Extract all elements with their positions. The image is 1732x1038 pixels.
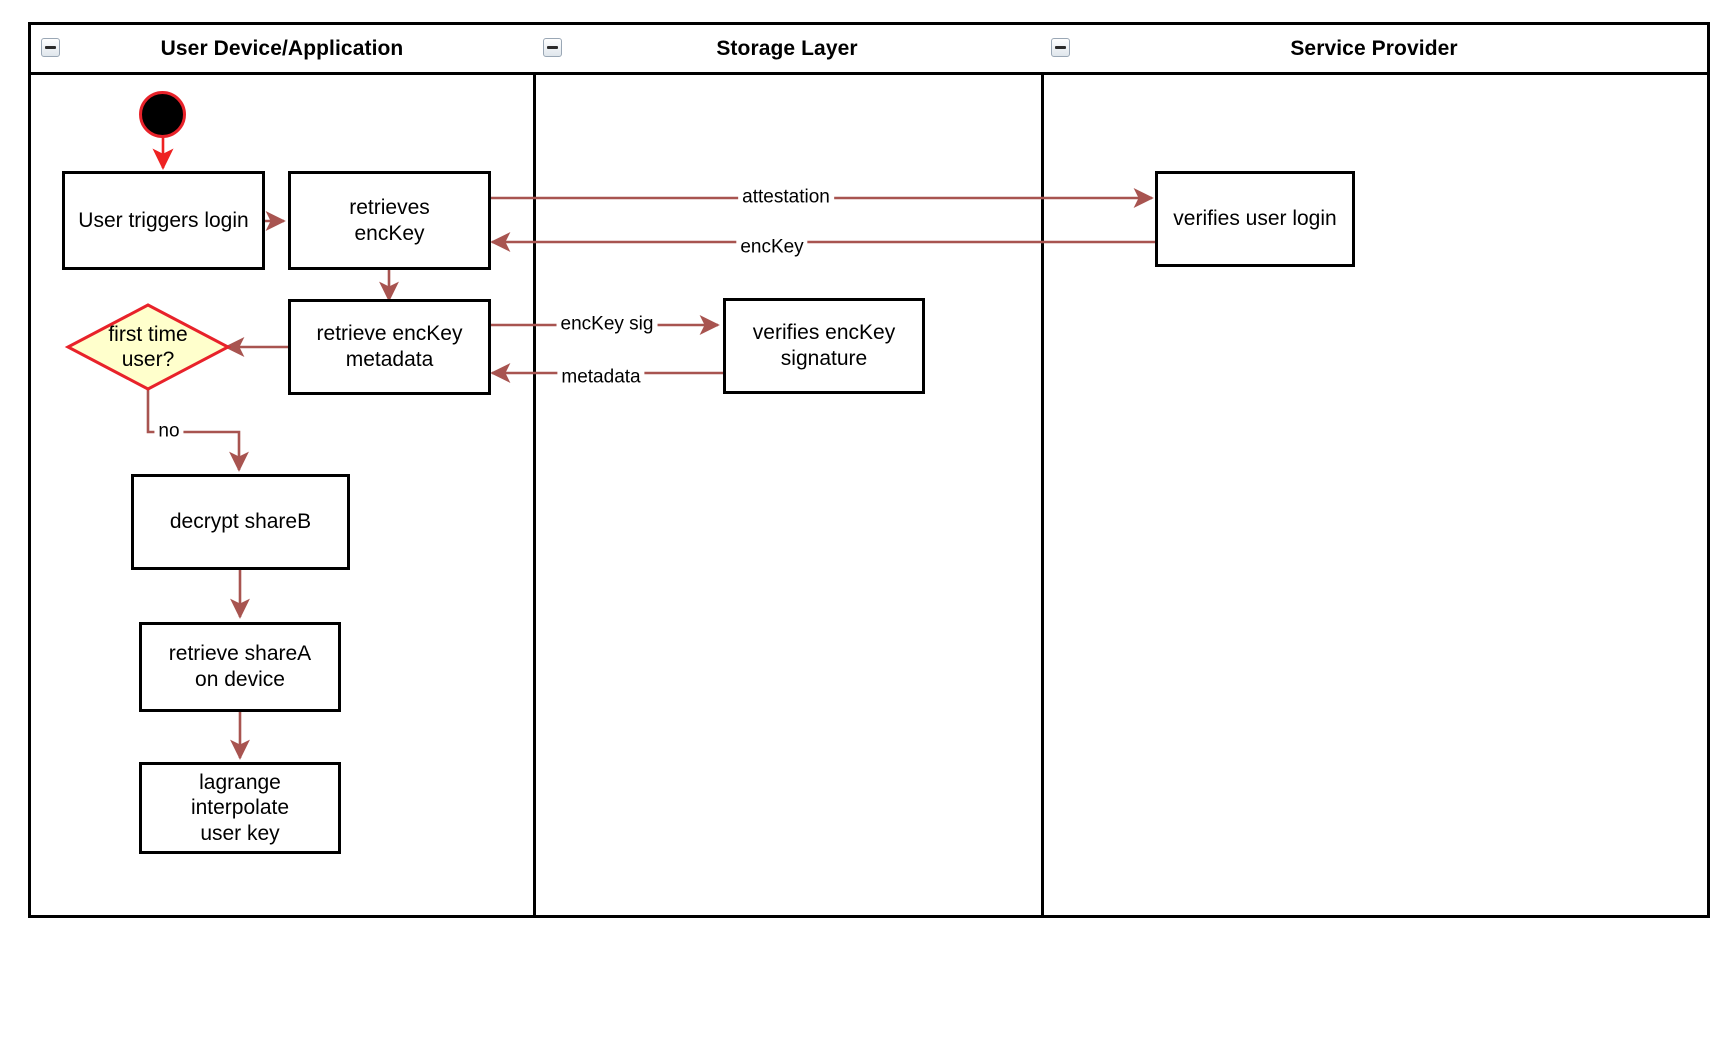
node-label-line2: metadata: [345, 348, 434, 371]
node-label: decrypt shareB: [169, 510, 312, 534]
edge-decision-to-decrypt: [146, 390, 249, 472]
node-first-time-user-decision[interactable]: first time user?: [64, 303, 232, 391]
edge-label-enckey: encKey: [736, 237, 808, 259]
node-label: verifies user login: [1173, 207, 1337, 231]
node-verifies-user-login[interactable]: verifies user login: [1155, 171, 1355, 267]
node-label-line2: signature: [780, 347, 868, 370]
node-retrieves-enckey[interactable]: retrieves encKey: [288, 171, 491, 270]
lane-title-service-provider: Service Provider: [1290, 36, 1458, 60]
decision-diamond-shape: [64, 303, 232, 391]
lane-divider-2: [1041, 25, 1044, 915]
node-label-line1: retrieve encKey: [316, 322, 463, 346]
node-label-line1: retrieves: [349, 195, 430, 219]
node-label: User triggers login: [78, 208, 249, 232]
node-label-line2: user key: [200, 821, 280, 845]
node-lagrange-interpolate-user-key[interactable]: lagrange interpolate user key: [139, 762, 341, 854]
lane-header-storage-layer[interactable]: Storage Layer: [533, 25, 1041, 75]
node-user-triggers-login[interactable]: User triggers login: [62, 171, 265, 270]
edge-label-attestation: attestation: [738, 187, 834, 209]
edge-label-no: no: [154, 421, 184, 443]
node-label-line2: encKey: [354, 221, 425, 245]
node-decrypt-shareb[interactable]: decrypt shareB: [131, 474, 350, 570]
node-verifies-enckey-signature[interactable]: verifies encKey signature: [723, 298, 925, 394]
decision-label-line1: first time: [108, 322, 188, 346]
decision-label: first time user?: [66, 303, 230, 391]
collapse-minus-icon[interactable]: [543, 38, 562, 57]
node-label-line1: retrieve shareA: [168, 642, 312, 666]
node-label-line1: lagrange interpolate: [190, 770, 290, 820]
lane-header-user-device-application[interactable]: User Device/Application: [31, 25, 533, 75]
lane-title-storage-layer: Storage Layer: [716, 36, 858, 60]
node-label-line2: on device: [195, 668, 285, 691]
collapse-minus-icon[interactable]: [41, 38, 60, 57]
lane-title-user-device-application: User Device/Application: [160, 36, 404, 60]
edge-label-metadata: metadata: [557, 367, 645, 389]
node-retrieve-sharea-on-device[interactable]: retrieve shareA on device: [139, 622, 341, 712]
node-retrieve-enckey-metadata[interactable]: retrieve encKey metadata: [288, 299, 491, 395]
edge-label-enckey-sig: encKey sig: [556, 314, 658, 336]
node-label-line1: verifies encKey: [752, 321, 896, 345]
decision-label-line2: user?: [121, 348, 175, 371]
start-event-node[interactable]: [139, 91, 186, 138]
lane-divider-1: [533, 25, 536, 915]
collapse-minus-icon[interactable]: [1051, 38, 1070, 57]
lane-header-service-provider[interactable]: Service Provider: [1041, 25, 1707, 75]
